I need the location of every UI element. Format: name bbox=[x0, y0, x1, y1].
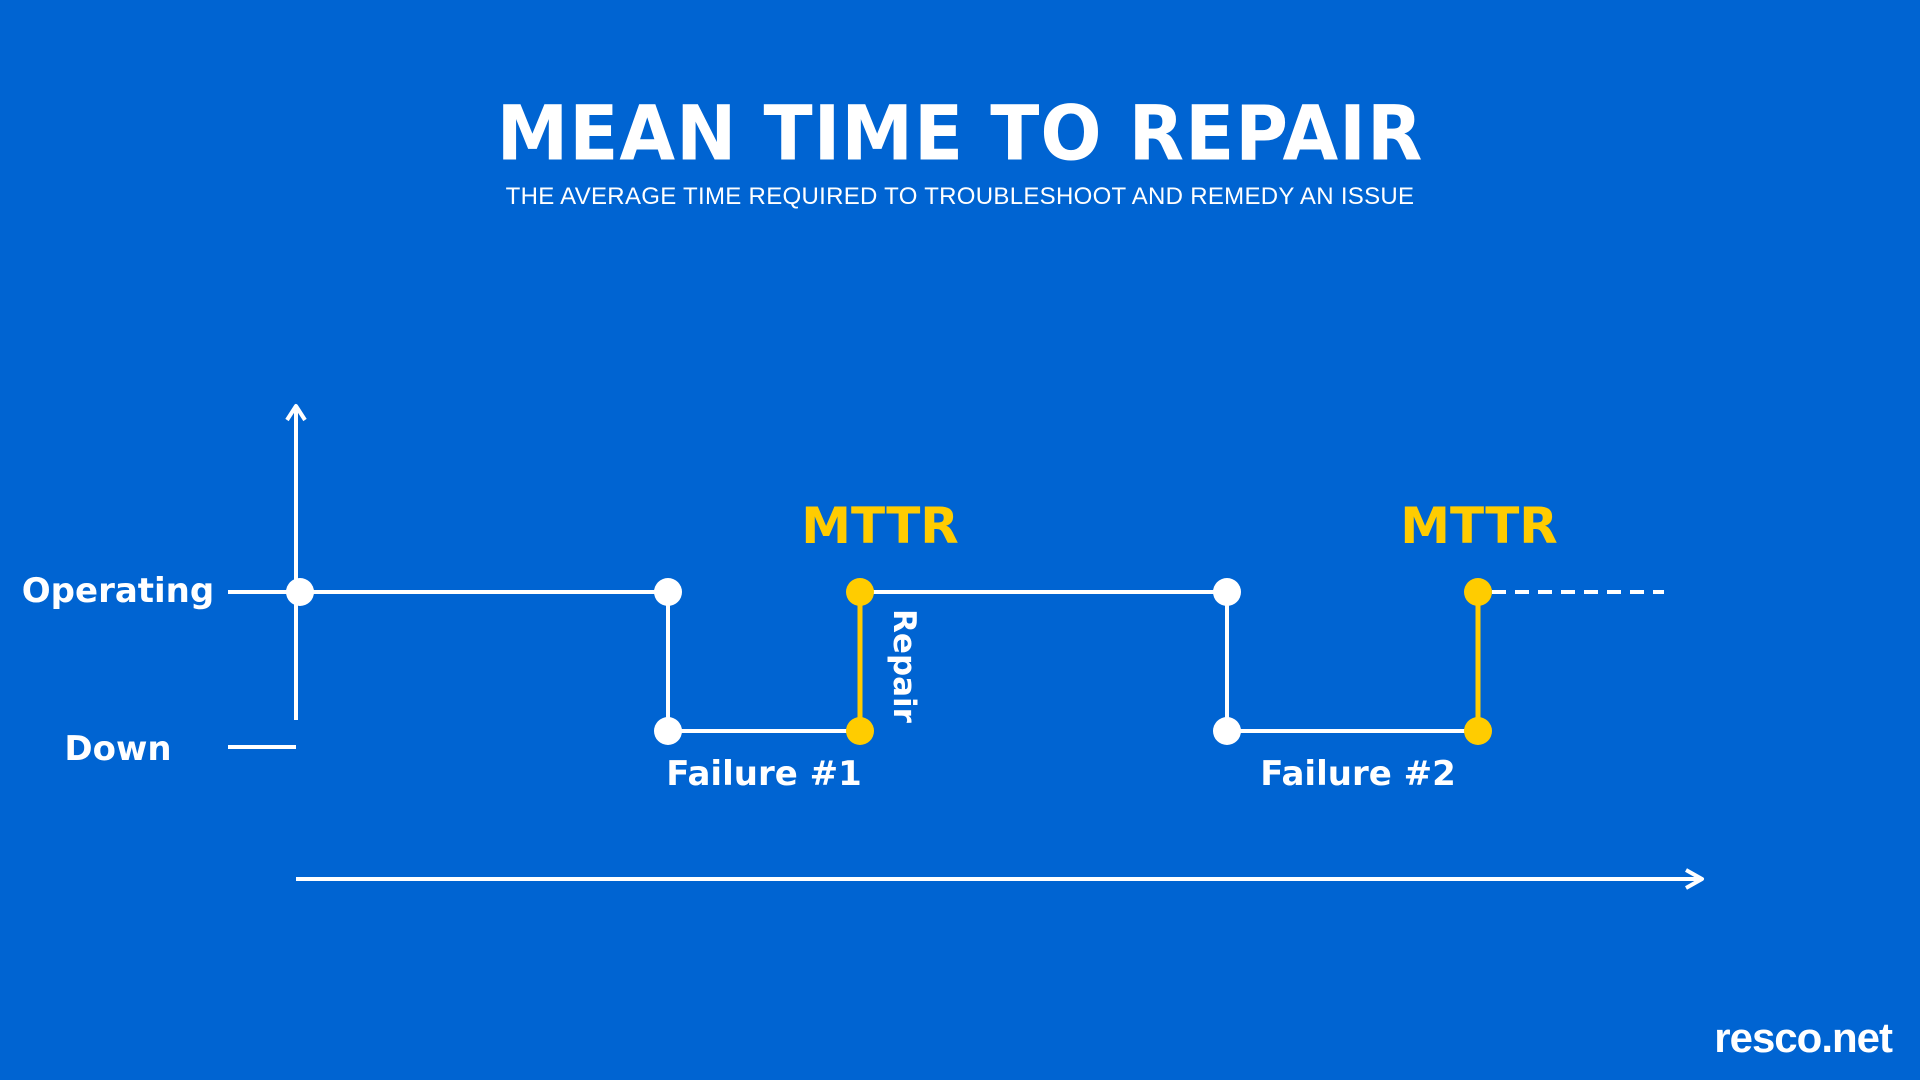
failure-1-down-node bbox=[654, 717, 682, 745]
mttr-label-2: MTTR bbox=[1400, 497, 1558, 555]
repair-2-start-node bbox=[1464, 717, 1492, 745]
repair-1-start-node bbox=[846, 717, 874, 745]
operating-label: Operating bbox=[22, 571, 214, 611]
failure-2-label: Failure #2 bbox=[1260, 754, 1456, 794]
page-title: MEAN TIME TO REPAIR bbox=[496, 88, 1424, 178]
failure-2-down-node bbox=[1213, 717, 1241, 745]
y-axis-arrowhead bbox=[285, 404, 307, 422]
start-node bbox=[286, 578, 314, 606]
repair-1-end-node bbox=[846, 578, 874, 606]
failure-1-label: Failure #1 bbox=[666, 754, 862, 794]
failure-1-start-node bbox=[654, 578, 682, 606]
failure-2-start-node bbox=[1213, 578, 1241, 606]
brand-logo: resco.net bbox=[1714, 1014, 1893, 1061]
down-label: Down bbox=[64, 729, 171, 769]
page-subtitle: THE AVERAGE TIME REQUIRED TO TROUBLESHOO… bbox=[505, 183, 1415, 210]
mttr-label-1: MTTR bbox=[801, 497, 959, 555]
x-axis-arrowhead bbox=[1685, 868, 1704, 890]
repair-2-end-node bbox=[1464, 578, 1492, 606]
repair-label: Repair bbox=[886, 609, 922, 724]
